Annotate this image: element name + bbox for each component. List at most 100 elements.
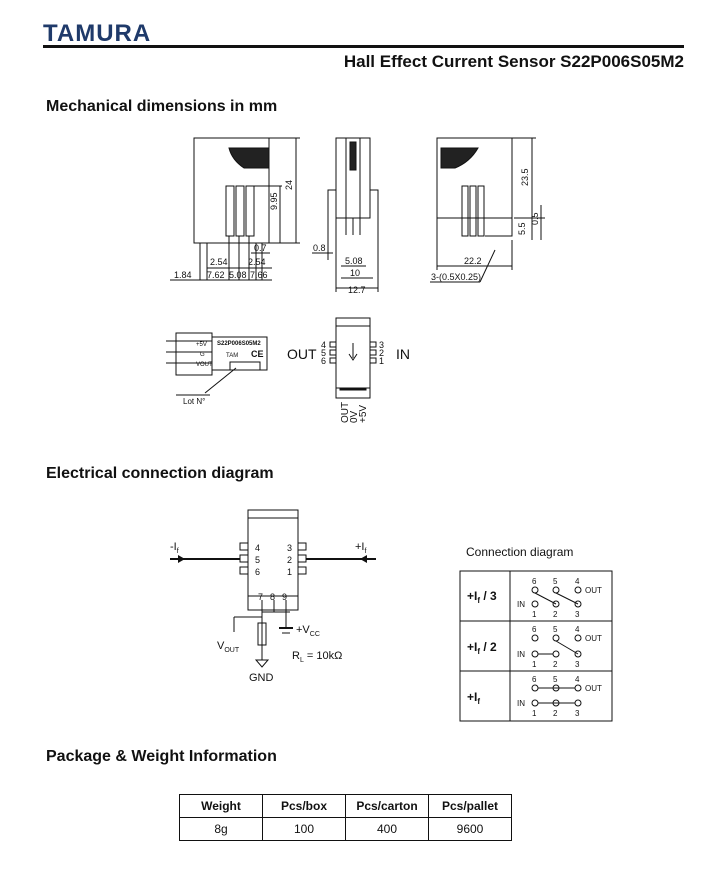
conn-r1-num-4: 4 [575,577,580,586]
vcc-label: +VCC [296,624,320,638]
col-pcs-carton: Pcs/carton [345,794,429,818]
conn-r3-in: IN [517,699,525,708]
dim-12-7: 12.7 [348,285,366,295]
dim-2-54-a: 2.54 [210,257,228,267]
connection-row-2-wiring [531,634,582,658]
pinout-pin-1: 1 [379,356,384,366]
table-header-row: Weight Pcs/box Pcs/carton Pcs/pallet [179,794,512,818]
section-electrical-title: Electrical connection diagram [46,465,274,482]
conn-r1-out: OUT [585,586,602,595]
electrical-diagram: 4 5 6 3 2 1 7 8 9 -If +If VOUT +VCC RL =… [170,509,376,684]
conn-r2-num-6: 6 [532,625,537,634]
label-pin-vout: VOUT [196,362,213,368]
conn-r2-out: OUT [585,634,602,643]
cell-pcs-carton: 400 [345,817,429,841]
ce-mark: CE [251,349,264,359]
connection-row-3-label: +If [467,690,480,706]
conn-r3-out: OUT [585,684,602,693]
dim-0-5: 0.5 [530,212,540,225]
conn-r3-num-1: 1 [532,709,537,718]
front-notch [228,147,270,169]
dim-side-5-08: 5.08 [345,256,363,266]
conn-r3-num-5: 5 [553,675,558,684]
vout-label: VOUT [217,640,240,654]
pinout-bottom-out: OUT [340,402,351,423]
elec-pin-6: 6 [255,567,260,577]
dim-10: 10 [350,268,360,278]
brand-logo: TAMURA [43,20,152,47]
pinout-bottom-5v: +5V [358,405,369,423]
header-rule [43,45,684,48]
connection-row-1-wiring [531,586,582,608]
gnd-label: GND [249,672,274,684]
dim-7-66: 7.66 [250,270,268,280]
section-package-title: Package & Weight Information [46,748,277,765]
conn-r1-num-6: 6 [532,577,537,586]
section-mechanical-title: Mechanical dimensions in mm [46,98,278,115]
cell-pcs-pallet: 9600 [428,817,512,841]
connection-row-3-wiring [531,684,582,707]
dim-24: 24 [284,180,294,190]
connection-row-1-label: +If / 3 [467,589,497,605]
dim-pins: 3-(0.5X0.25) [431,272,481,282]
connection-diagram: +If / 3 +If / 2 +If 6 5 4 1 2 3 IN OUT 6… [459,570,613,722]
dim-1-84: 1.84 [174,270,192,280]
elec-pin-8: 8 [270,592,275,602]
rl-label: RL = 10kΩ [292,650,342,664]
dim-7-62: 7.62 [207,270,225,280]
col-pcs-box: Pcs/box [262,794,346,818]
conn-r1-num-2: 2 [553,610,558,619]
dim-23-5: 23.5 [520,168,530,186]
pinout-pin-2: 2 [379,348,384,358]
conn-r1-num-3: 3 [575,610,580,619]
label-lot-number: Lot N° [183,397,205,406]
dim-22-2: 22.2 [464,256,482,266]
cell-weight: 8g [179,817,263,841]
conn-r3-num-3: 3 [575,709,580,718]
elec-pin-5: 5 [255,555,260,565]
connection-diagram-title: Connection diagram [466,545,574,559]
front-body [193,137,270,244]
elec-pin-2: 2 [287,555,292,565]
package-table: Weight Pcs/box Pcs/carton Pcs/pallet 8g … [179,794,512,841]
page-title: Hall Effect Current Sensor S22P006S05M2 [343,52,684,71]
col-pcs-pallet: Pcs/pallet [428,794,512,818]
dim-9-95: 9.95 [269,192,279,210]
elec-pin-3: 3 [287,543,292,553]
conn-r3-num-2: 2 [553,709,558,718]
conn-r3-num-6: 6 [532,675,537,684]
pinout-pin-3: 3 [379,340,384,350]
dim-0-7: 0.7 [254,243,267,253]
label-tam: TAM [226,353,238,359]
conn-r2-num-2: 2 [553,660,558,669]
table-row: 8g 100 400 9600 [179,817,512,841]
dim-2-54-b: 2.54 [248,257,266,267]
conn-r2-num-3: 3 [575,660,580,669]
current-in-left: -If [170,541,179,555]
conn-r2-in: IN [517,650,525,659]
label-pin-5v: +5V [196,342,207,348]
connection-row-2-label: +If / 2 [467,640,497,656]
pinout-pin-5: 5 [321,348,326,358]
conn-r2-num-4: 4 [575,625,580,634]
elec-pin-1: 1 [287,567,292,577]
elec-pin-9: 9 [282,592,287,602]
label-pin-g: G [200,352,205,358]
current-in-right: +If [355,541,366,555]
conn-r2-num-1: 1 [532,660,537,669]
pinout-pin-6: 6 [321,356,326,366]
pinout-pin-4: 4 [321,340,326,350]
conn-r1-num-5: 5 [553,577,558,586]
col-weight: Weight [179,794,263,818]
dim-5-5: 5.5 [517,222,527,235]
pinout-bottom-0v: 0V [349,410,360,423]
dim-0-8: 0.8 [313,243,326,253]
pinout-out-label: OUT [287,346,317,362]
conn-r1-in: IN [517,600,525,609]
elec-pin-7: 7 [258,592,263,602]
dim-5-08: 5.08 [229,270,247,280]
label-part-number: S22P006S05M2 [217,341,261,347]
cell-pcs-box: 100 [262,817,346,841]
conn-r3-num-4: 4 [575,675,580,684]
elec-pin-4: 4 [255,543,260,553]
